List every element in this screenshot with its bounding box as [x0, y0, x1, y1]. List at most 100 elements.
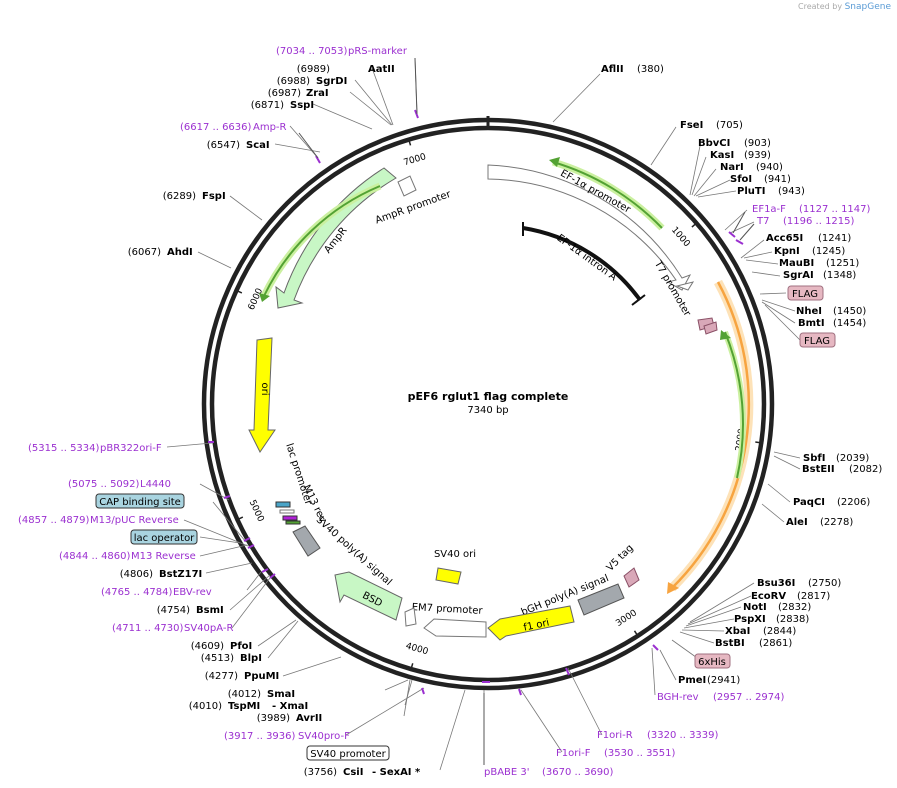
site-m13puc-range: (4857 .. 4879) [18, 515, 90, 526]
cap-binding-box: CAP binding site [99, 497, 181, 508]
ampr-green-arc [263, 185, 381, 297]
enzyme-zrai-pos: (6987) [268, 88, 301, 99]
site-f1orir-range: (3320 .. 3339) [647, 730, 719, 741]
enzyme-tspmi: TspMI [228, 701, 260, 712]
enzyme-ahdi: AhdI [167, 247, 193, 258]
ampr-arrow [275, 167, 397, 309]
enzyme-pfoi-pos: (4609) [191, 641, 224, 652]
enzyme-pmei-pos: (2941) [707, 675, 740, 686]
site-sv40prof: SV40pro-F [298, 731, 350, 742]
bp-tick [755, 441, 764, 444]
site-sv40par-range: (4711 .. 4730) [112, 623, 184, 634]
v5-tag [623, 567, 640, 588]
ef1a-promoter-arrow [487, 164, 692, 291]
site-ef1af-range: (1127 .. 1147) [799, 204, 871, 215]
enzyme-sgrai-pos: (1348) [823, 270, 856, 281]
enzyme-csii: CsiI [343, 767, 363, 778]
enzyme-fsei: FseI [680, 120, 703, 131]
enzyme-ahdi-pos: (6067) [128, 247, 161, 258]
enzyme-kasi: KasI [710, 150, 734, 161]
cds-orange-arrowhead [667, 582, 679, 594]
his-box: 6xHis [698, 657, 726, 668]
bp-tick [235, 516, 244, 522]
enzyme-alei-pos: (2278) [820, 517, 853, 528]
enzyme-blpi: BlpI [240, 653, 262, 664]
enzyme-zrai: ZraI [306, 88, 329, 99]
enzyme-nhei-pos: (1450) [833, 306, 866, 317]
ori-label: ori [259, 382, 270, 395]
site-pbr322-range: (5315 .. 5334) [28, 443, 100, 454]
enzyme-pluti: PluTI [737, 186, 765, 197]
enzyme-xmai: - XmaI [272, 701, 308, 712]
flag-box-1: FLAG [792, 289, 818, 300]
enzyme-sfoi-pos: (941) [764, 174, 791, 185]
enzyme-nari: NarI [720, 162, 744, 173]
site-bghrev: BGH-rev [657, 692, 699, 703]
bp-tick [409, 663, 414, 672]
inner-green-arc [724, 331, 744, 479]
enzyme-tspmi-pos: (4010) [189, 701, 222, 712]
enzyme-sspi-pos: (6871) [251, 100, 284, 111]
boxed-labels: FLAG FLAG 6xHis CAP binding site lac ope… [95, 285, 836, 761]
enzyme-bstbi-pos: (2861) [759, 638, 792, 649]
enzyme-sgrdi: SgrDI [316, 76, 347, 87]
enzyme-pspxi: PspXI [734, 614, 766, 625]
enzyme-bstz17i: BstZ17I [159, 569, 202, 580]
site-m13rev-range: (4844 .. 4860) [59, 551, 131, 562]
site-sv40prof-range: (3917 .. 3936) [224, 731, 296, 742]
site-prs-range: (7034 .. 7053) [276, 46, 348, 57]
f1-ori-arrow [487, 605, 575, 641]
enzyme-bsu36i-pos: (2750) [808, 578, 841, 589]
flag-mark-2 [703, 321, 718, 335]
backbone-outer [201, 117, 775, 691]
enzyme-pfoi: PfoI [230, 641, 252, 652]
lac-operator-stripe [275, 501, 291, 508]
enzyme-acc65i-pos: (1241) [818, 233, 851, 244]
bsd-arrow [334, 571, 403, 621]
enzyme-avrii: AvrII [296, 713, 322, 724]
bp-tick [691, 221, 699, 228]
v5-tag-label: V5 tag [605, 543, 636, 574]
enzyme-bstbi: BstBI [715, 638, 745, 649]
snapgene-credit: Created by SnapGene [798, 2, 891, 12]
enzyme-noti-pos: (2832) [778, 602, 811, 613]
bp-tick [633, 630, 640, 638]
enzyme-maubi-pos: (1251) [826, 258, 859, 269]
site-t7: T7 [756, 216, 769, 227]
enzyme-xbai: XbaI [725, 626, 750, 637]
enzyme-labels-left: (6989) AatII (6988) SgrDI (6987) ZraI (6… [120, 64, 421, 778]
enzyme-sbfi-pos: (2039) [836, 453, 869, 464]
enzyme-noti: NotI [743, 602, 767, 613]
site-ampr-range: (6617 .. 6636) [180, 122, 252, 133]
enzyme-bsteii: BstEII [802, 464, 835, 475]
site-m13rev: M13 Reverse [131, 551, 196, 562]
enzyme-kasi-pos: (939) [744, 150, 771, 161]
enzyme-kpni-pos: (1245) [812, 246, 845, 257]
ampr-promoter-arrow [397, 175, 417, 197]
enzyme-bsteii-pos: (2082) [849, 464, 882, 475]
site-bghrev-range: (2957 .. 2974) [713, 692, 785, 703]
credit-text: Created by [798, 2, 843, 11]
ori-arrow [248, 337, 276, 453]
em7-small-marker [404, 607, 417, 627]
site-ef1af: EF1a-F [752, 204, 786, 215]
enzyme-fspi: FspI [202, 191, 226, 202]
enzyme-sspi: SspI [290, 100, 314, 111]
site-labels: (7034 .. 7053) pRS-marker (6617 .. 6636)… [18, 46, 871, 778]
plasmid-length: 7340 bp [467, 405, 508, 416]
intron-end-bar [631, 294, 646, 306]
enzyme-bbvci-pos: (903) [744, 138, 771, 149]
enzyme-bstz17i-pos: (4806) [120, 569, 153, 580]
enzyme-sbfi: SbfI [803, 453, 825, 464]
f1-ori-label: f1 ori [523, 617, 551, 633]
site-sv40par: SV40pA-R [184, 623, 233, 634]
enzyme-bmti-pos: (1454) [833, 318, 866, 329]
site-m13puc: M13/pUC Reverse [90, 515, 179, 526]
enzyme-ppumi-pos: (4277) [205, 671, 238, 682]
snapgene-logo: SnapGene [844, 2, 891, 12]
backbone-inner [209, 125, 767, 683]
enzyme-sgrai: SgrAI [783, 270, 814, 281]
bp-tick-label: 5000 [247, 499, 266, 524]
enzyme-blpi-pos: (4513) [201, 653, 234, 664]
enzyme-nari-pos: (940) [756, 162, 783, 173]
